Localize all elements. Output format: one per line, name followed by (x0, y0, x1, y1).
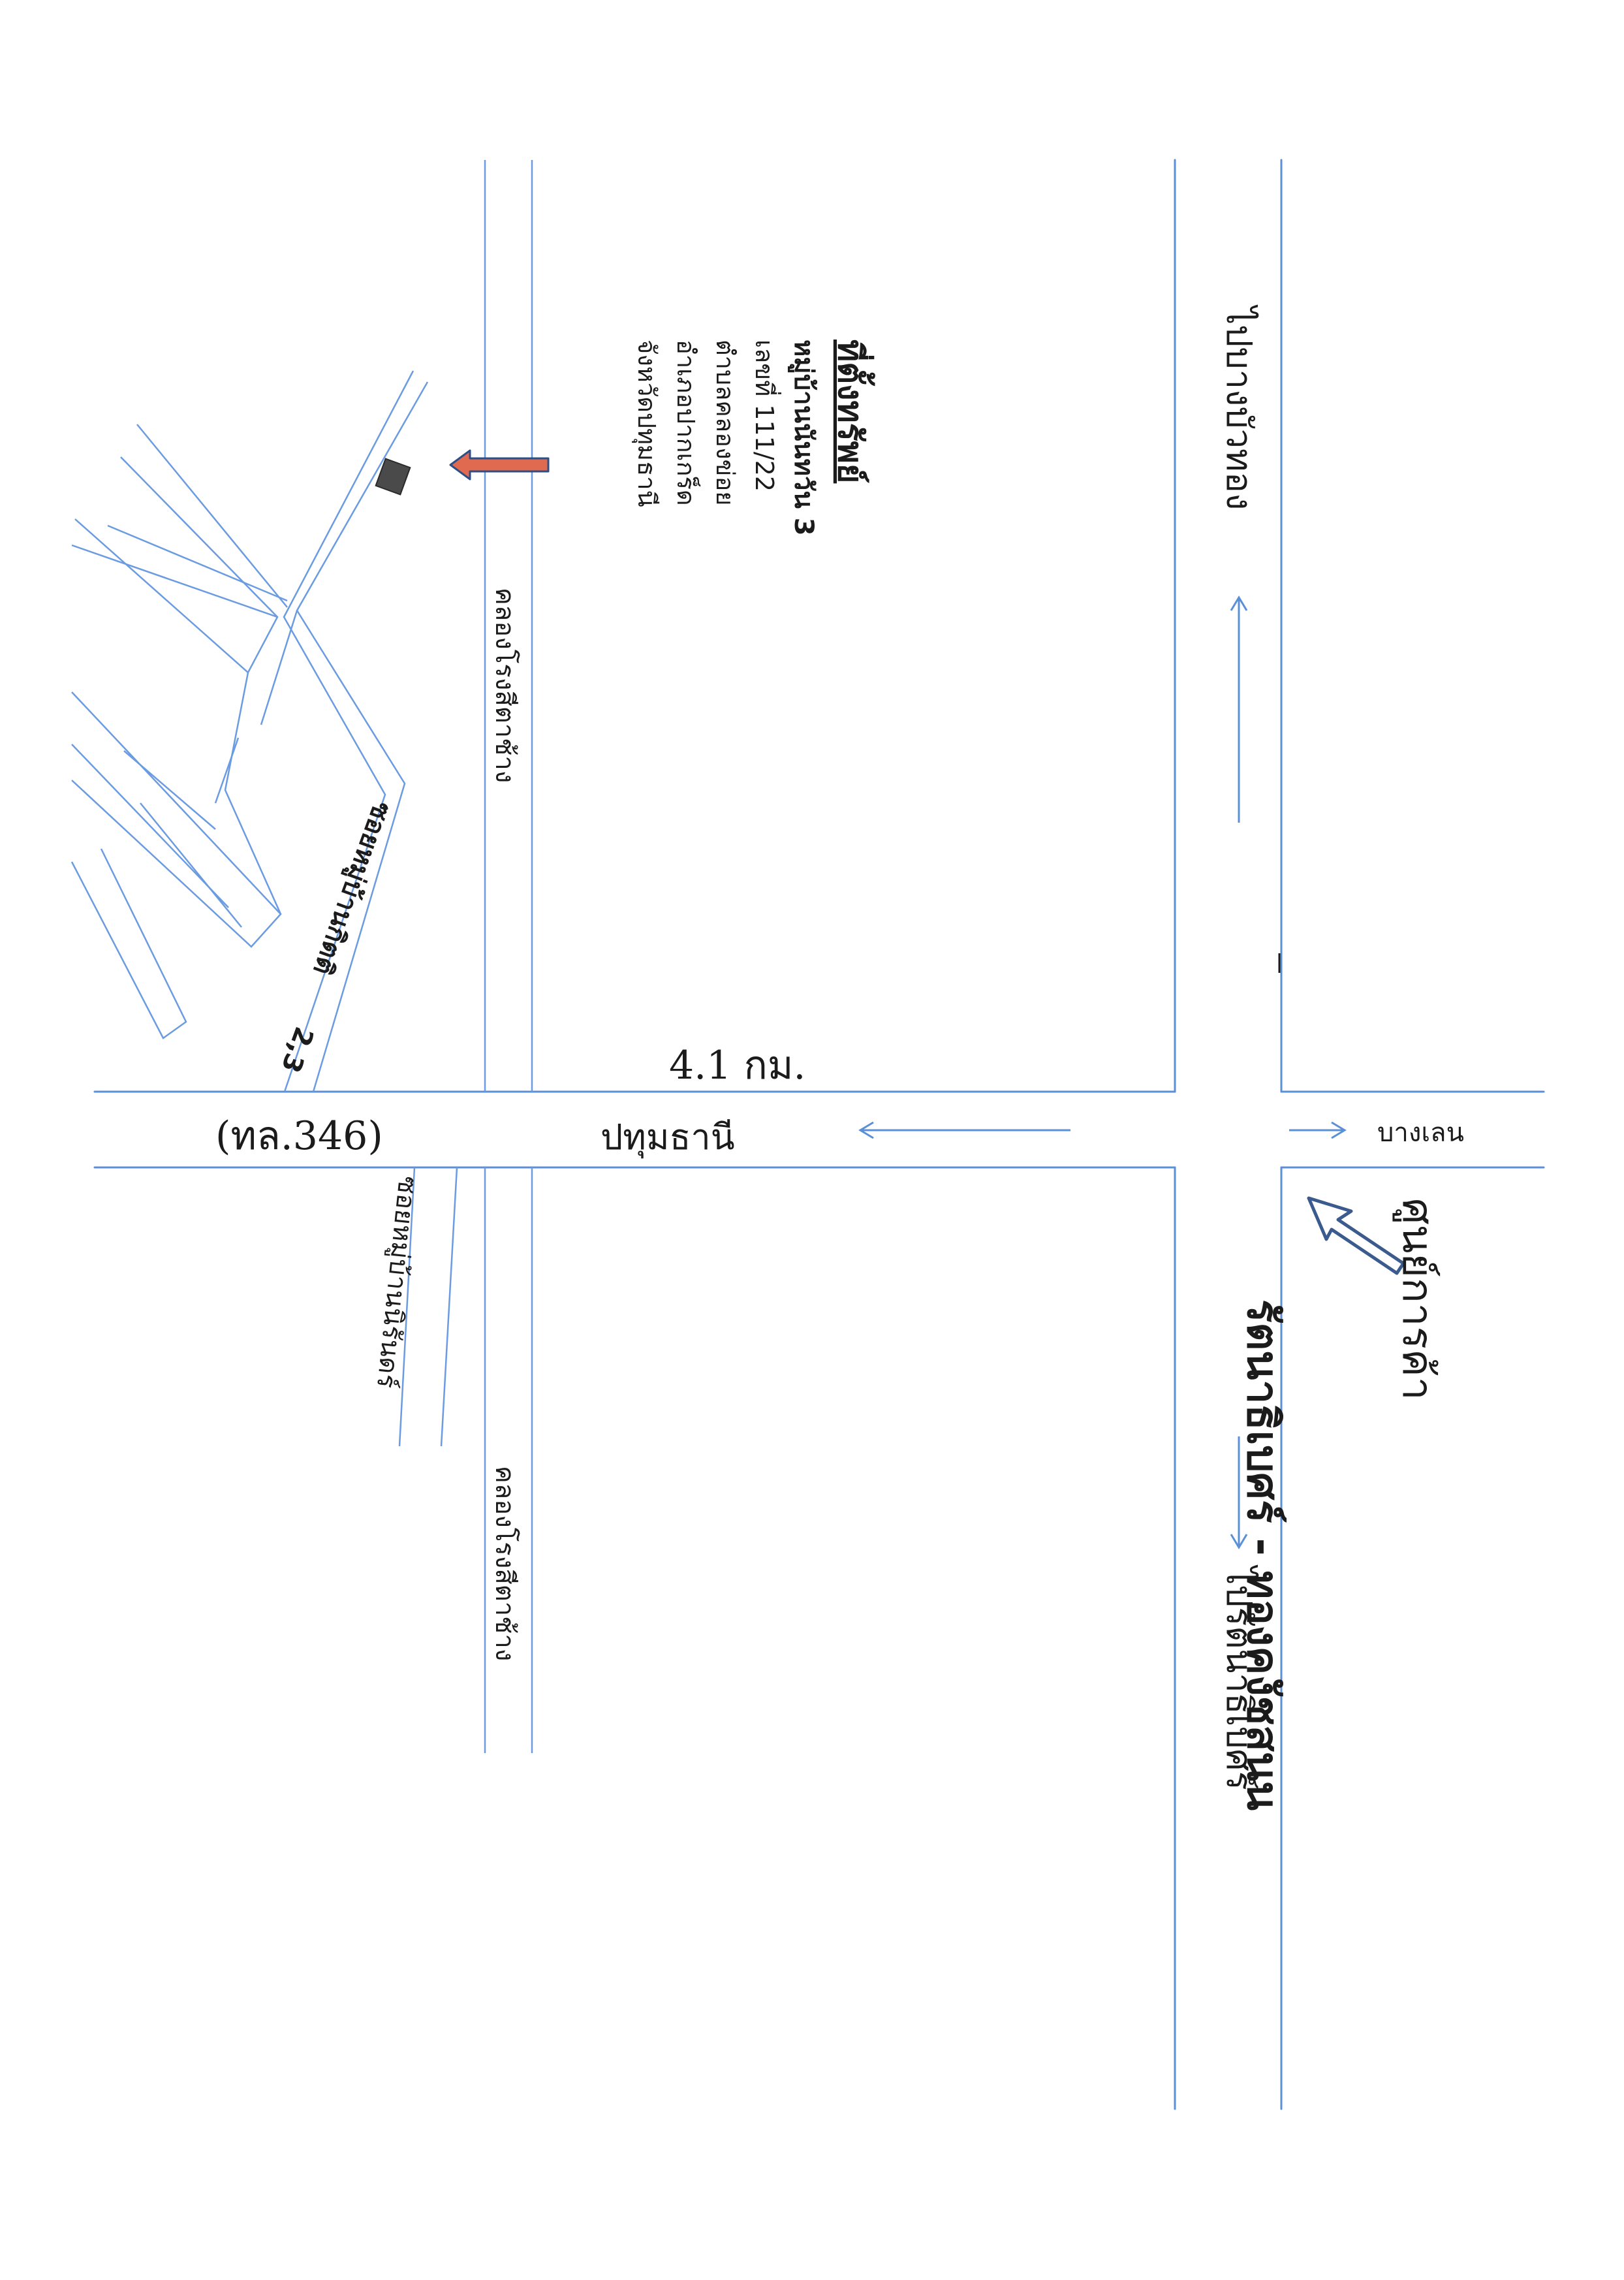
soi-south (398, 1167, 458, 1447)
village-road-network (70, 370, 429, 1092)
arrow-to-bang-len (1289, 1121, 1347, 1139)
highway-346 (93, 1090, 1545, 1169)
canal-north-label: คลองโรงสีตาช้าง (490, 588, 520, 783)
destination-title: ที่ตั้งทรัพย์ (830, 340, 875, 483)
soi-number-label: 2,3 (275, 1023, 319, 1077)
soi-village-label: ซอยหมู่บ้านกิตติ (306, 797, 397, 979)
arrow-to-pathum-thani (858, 1121, 1070, 1139)
main-road-label: รัตนาธิเบศร์ - ทองคงัชสนน (1238, 1299, 1288, 1811)
pathum-thani-label: ปทุมธานี (601, 1116, 735, 1159)
highway-label: (ทล.346) (215, 1113, 383, 1159)
bang-bua-thong-label: ไปบางบัวทอง (1219, 304, 1260, 510)
canal-rongsi-tachang (484, 160, 533, 1753)
distance-label: 4.1 กม. (669, 1043, 805, 1088)
destination-district: อำเภอปากเกร็ด (672, 340, 701, 506)
soi-village-label-group: ซอยหมู่บ้านกิตติ 2,3 (275, 797, 397, 1077)
destination-province: จังหวัดปทุมธานี (632, 340, 661, 507)
landmark-label: ศูนย์การค้า (1392, 1198, 1441, 1401)
soi-south-label: ซอยหมู่บ้านนิรันดร์ (371, 1175, 423, 1389)
arrow-to-sai-noi (1230, 1436, 1248, 1549)
destination-arrow (449, 449, 550, 481)
destination-building (375, 458, 411, 496)
destination-subdistrict: ตำบลคลองข่อย (711, 340, 740, 506)
destination-address: ที่ตั้งทรัพย์ หมู่บ้านนันทวัน 3 เลขที่ 1… (632, 340, 875, 536)
sai-noi-label: ไปรัตนาธิเบศร์ (1219, 1564, 1260, 1790)
arrow-to-bang-bua-thong (1230, 595, 1248, 823)
destination-house-no: เลขที่ 111/22 (750, 340, 781, 492)
main-vertical-road (1174, 159, 1283, 2110)
destination-village: หมู่บ้านนันทวัน 3 (788, 340, 819, 536)
canal-south-label: คลองโรงสีตาช้าง (490, 1466, 520, 1661)
bang-len-label: บางเลน (1377, 1118, 1464, 1148)
landmark-arrow (1307, 1196, 1405, 1275)
